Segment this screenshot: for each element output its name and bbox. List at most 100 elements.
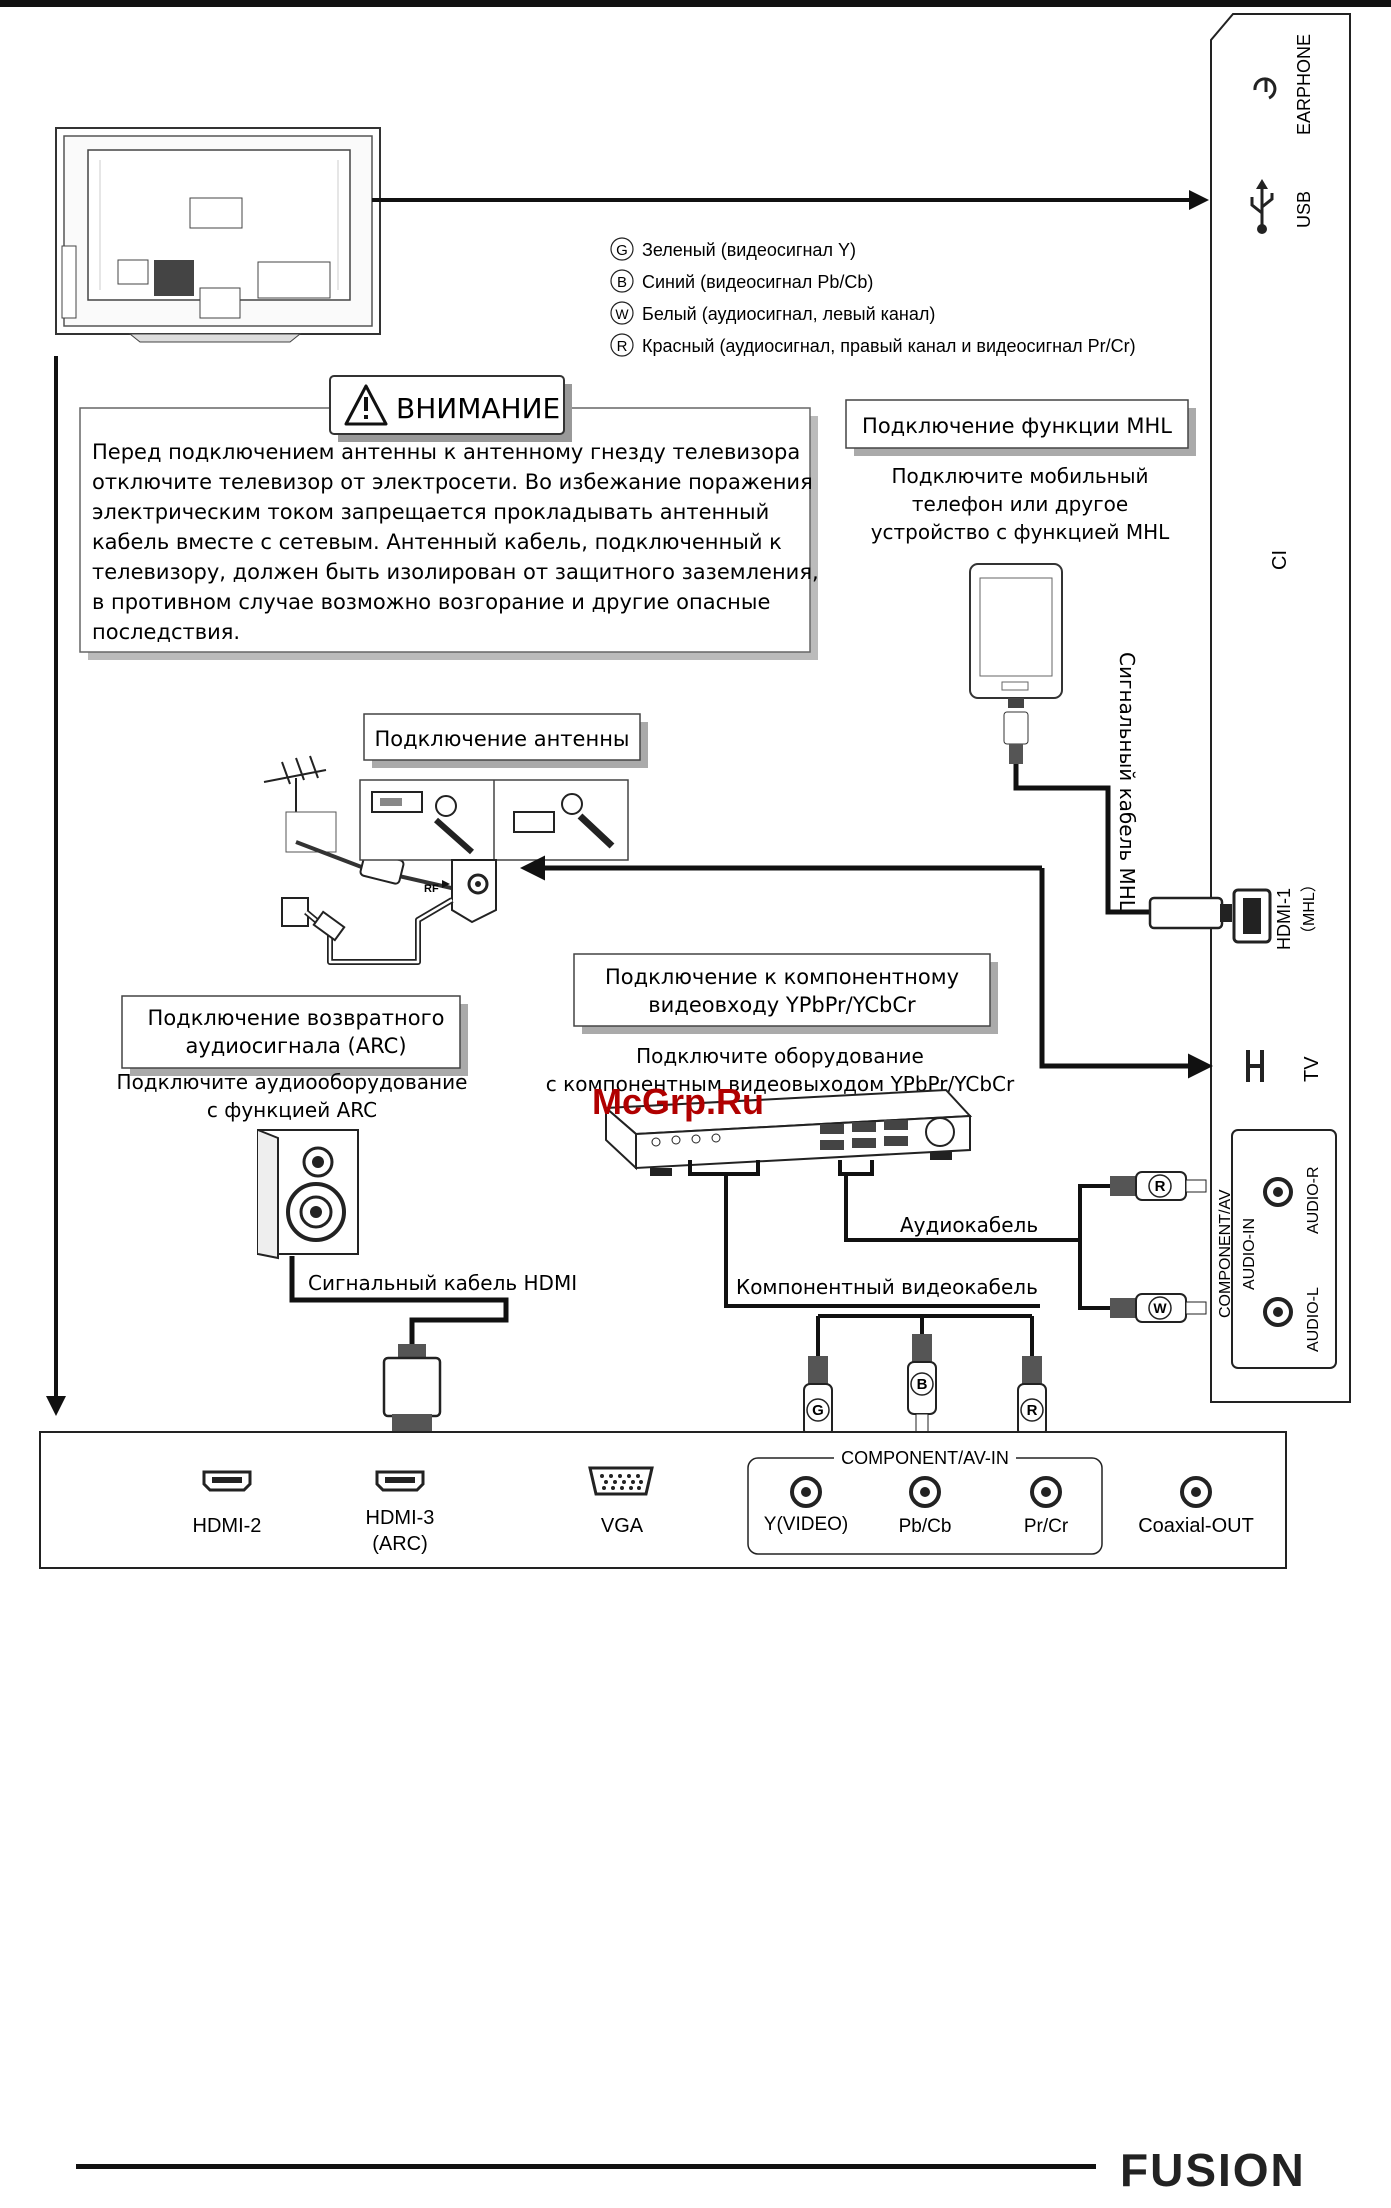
plug-letter: W — [1153, 1300, 1167, 1316]
arc-title-line: Подключение возвратного — [148, 1006, 445, 1030]
audio-l-label: AUDIO-L — [1305, 1287, 1322, 1352]
legend-text: Зеленый (видеосигнал Y) — [642, 240, 856, 260]
arc-title-line: аудиосигнала (ARC) — [185, 1034, 406, 1058]
mhl-desc-line: телефон или другое — [912, 492, 1128, 516]
legend-item-g: G Зеленый (видеосигнал Y) — [610, 237, 856, 261]
earphone-icon — [1253, 77, 1277, 100]
hdmi-cable-label: Сигнальный кабель HDMI — [308, 1271, 577, 1295]
audio-in-box — [1231, 1129, 1337, 1369]
tv-back-illustration — [55, 127, 381, 343]
warning-title: ВНИМАНИЕ — [396, 392, 560, 425]
tv-label: TV — [1301, 1056, 1323, 1082]
connection-arrows — [46, 190, 1213, 1416]
warning-line: в противном случае возможно возгорание и… — [92, 590, 770, 614]
pb-cb-jack — [909, 1476, 941, 1508]
warning-line: отключите телевизор от электросети. Во и… — [92, 470, 813, 494]
mobile-phone-icon — [969, 563, 1063, 764]
brand-logo: FUSION — [1120, 2144, 1306, 2196]
warning-line: Перед подключением антенны к антенному г… — [92, 440, 800, 464]
video-r-plug: R — [1017, 1356, 1047, 1461]
usb-label: USB — [1294, 191, 1314, 228]
mhl-section: Подключение функции MHL Подключите мобил… — [845, 399, 1232, 930]
hdmi-plug-icon — [382, 1344, 442, 1434]
warning-line: электрическим током запрещается проклады… — [92, 500, 769, 524]
hdmi3-label: HDMI-3 — [366, 1507, 435, 1529]
hdmi1-port-icon — [1232, 888, 1272, 944]
pr-cr-label: Pr/Cr — [1024, 1516, 1069, 1537]
pb-cb-label: Pb/Cb — [899, 1516, 952, 1537]
vga-label: VGA — [601, 1515, 644, 1537]
mhl-port-label: （MHL） — [1300, 876, 1318, 942]
mhl-desc-line: устройство с функцией MHL — [871, 520, 1170, 544]
legend-item-w: W Белый (аудиосигнал, левый канал) — [610, 301, 935, 325]
audio-r-plug: R — [1110, 1171, 1207, 1201]
ci-label: CI — [1269, 550, 1291, 570]
component-av-in-label: COMPONENT/AV-IN — [841, 1448, 1009, 1468]
component-title-line: видеовходу YPbPr/YCbCr — [648, 993, 916, 1017]
usb-icon — [1250, 179, 1274, 234]
dvd-player-icon — [603, 1088, 973, 1176]
legend-text: Белый (аудиосигнал, левый канал) — [642, 304, 935, 324]
plug-letter: B — [917, 1376, 928, 1393]
warning-line: последствия. — [92, 620, 240, 644]
plug-letter: R — [1155, 1178, 1166, 1195]
y-video-jack — [790, 1476, 822, 1508]
speaker-icon — [257, 1129, 359, 1260]
warning-line: кабель вместе с сетевым. Антенный кабель… — [92, 530, 782, 554]
hdmi2-port-icon — [202, 1470, 252, 1492]
arc-desc-line: с функцией ARC — [207, 1098, 377, 1122]
legend-item-r: R Красный (аудиосигнал, правый канал и в… — [610, 333, 1136, 357]
component-video-cable — [688, 1160, 1040, 1308]
audio-cable-label: Аудиокабель — [900, 1213, 1038, 1237]
bottom-panel: HDMI-2 HDMI-3 (ARC) VGA COMPONENT/AV-IN … — [39, 1431, 1287, 1569]
rf-wall-socket — [451, 859, 497, 924]
side-panel: EARPHONE USB CI HDMI-1 （MHL） TV COMPONEN… — [1210, 13, 1351, 1403]
hdmi3-port-icon — [375, 1470, 425, 1492]
plug-letter: G — [812, 1402, 824, 1419]
arc-section: Подключение возвратного аудиосигнала (AR… — [117, 995, 577, 1434]
legend: G Зеленый (видеосигнал Y) B Синий (видео… — [610, 237, 1136, 357]
pr-cr-jack — [1030, 1476, 1062, 1508]
legend-letter: W — [615, 306, 629, 322]
hdmi2-label: HDMI-2 — [193, 1515, 262, 1537]
component-desc-line: Подключите оборудование — [636, 1044, 924, 1068]
audio-r-jack — [1263, 1177, 1293, 1207]
audio-w-plug: W — [1110, 1293, 1207, 1323]
warning-box: ВНИМАНИЕ Перед подключением антенны к ан… — [79, 375, 819, 660]
coaxial-out-jack — [1180, 1476, 1212, 1508]
mhl-title: Подключение функции MHL — [862, 414, 1172, 438]
connector-detail-box — [359, 779, 629, 861]
arc-desc-line: Подключите аудиооборудование — [117, 1070, 468, 1094]
tv-antenna-port-icon — [1246, 1050, 1264, 1082]
antenna-section: Подключение антенны RF — [263, 713, 648, 965]
legend-text: Красный (аудиосигнал, правый канал и вид… — [642, 336, 1136, 356]
plug-letter: R — [1027, 1402, 1038, 1419]
footer-rule — [76, 2164, 1096, 2169]
audio-l-jack — [1263, 1297, 1293, 1327]
video-cable-label: Компонентный видеокабель — [736, 1275, 1038, 1299]
component-av-label: COMPONENT/AV — [1217, 1189, 1234, 1318]
antenna-title: Подключение антенны — [374, 727, 629, 751]
warning-icon — [344, 384, 388, 426]
component-audio-cable — [838, 1160, 1110, 1310]
legend-letter: R — [617, 338, 628, 355]
component-section: Подключение к компонентному видеовходу Y… — [546, 953, 1207, 1461]
hdmi-plug-icon — [1148, 896, 1232, 930]
audio-in-label: AUDIO-IN — [1241, 1218, 1258, 1290]
video-b-plug: B — [907, 1334, 937, 1435]
mhl-desc-line: Подключите мобильный — [891, 464, 1148, 488]
rf-label: RF — [424, 883, 439, 895]
coaxial-out-label: Coaxial-OUT — [1138, 1515, 1254, 1537]
mhl-cable-label: Сигнальный кабель MHL — [1115, 652, 1139, 912]
earphone-label: EARPHONE — [1294, 34, 1314, 135]
vga-port-icon — [588, 1466, 654, 1496]
legend-letter: G — [616, 242, 628, 259]
watermark: McGrp.Ru — [592, 1081, 764, 1122]
legend-letter: B — [617, 274, 627, 291]
arc-hdmi-cable — [289, 1256, 509, 1346]
legend-text: Синий (видеосигнал Pb/Cb) — [642, 272, 873, 292]
mhl-cable — [1013, 764, 1152, 915]
arc-port-label: (ARC) — [372, 1533, 428, 1555]
legend-item-b: B Синий (видеосигнал Pb/Cb) — [610, 269, 873, 293]
